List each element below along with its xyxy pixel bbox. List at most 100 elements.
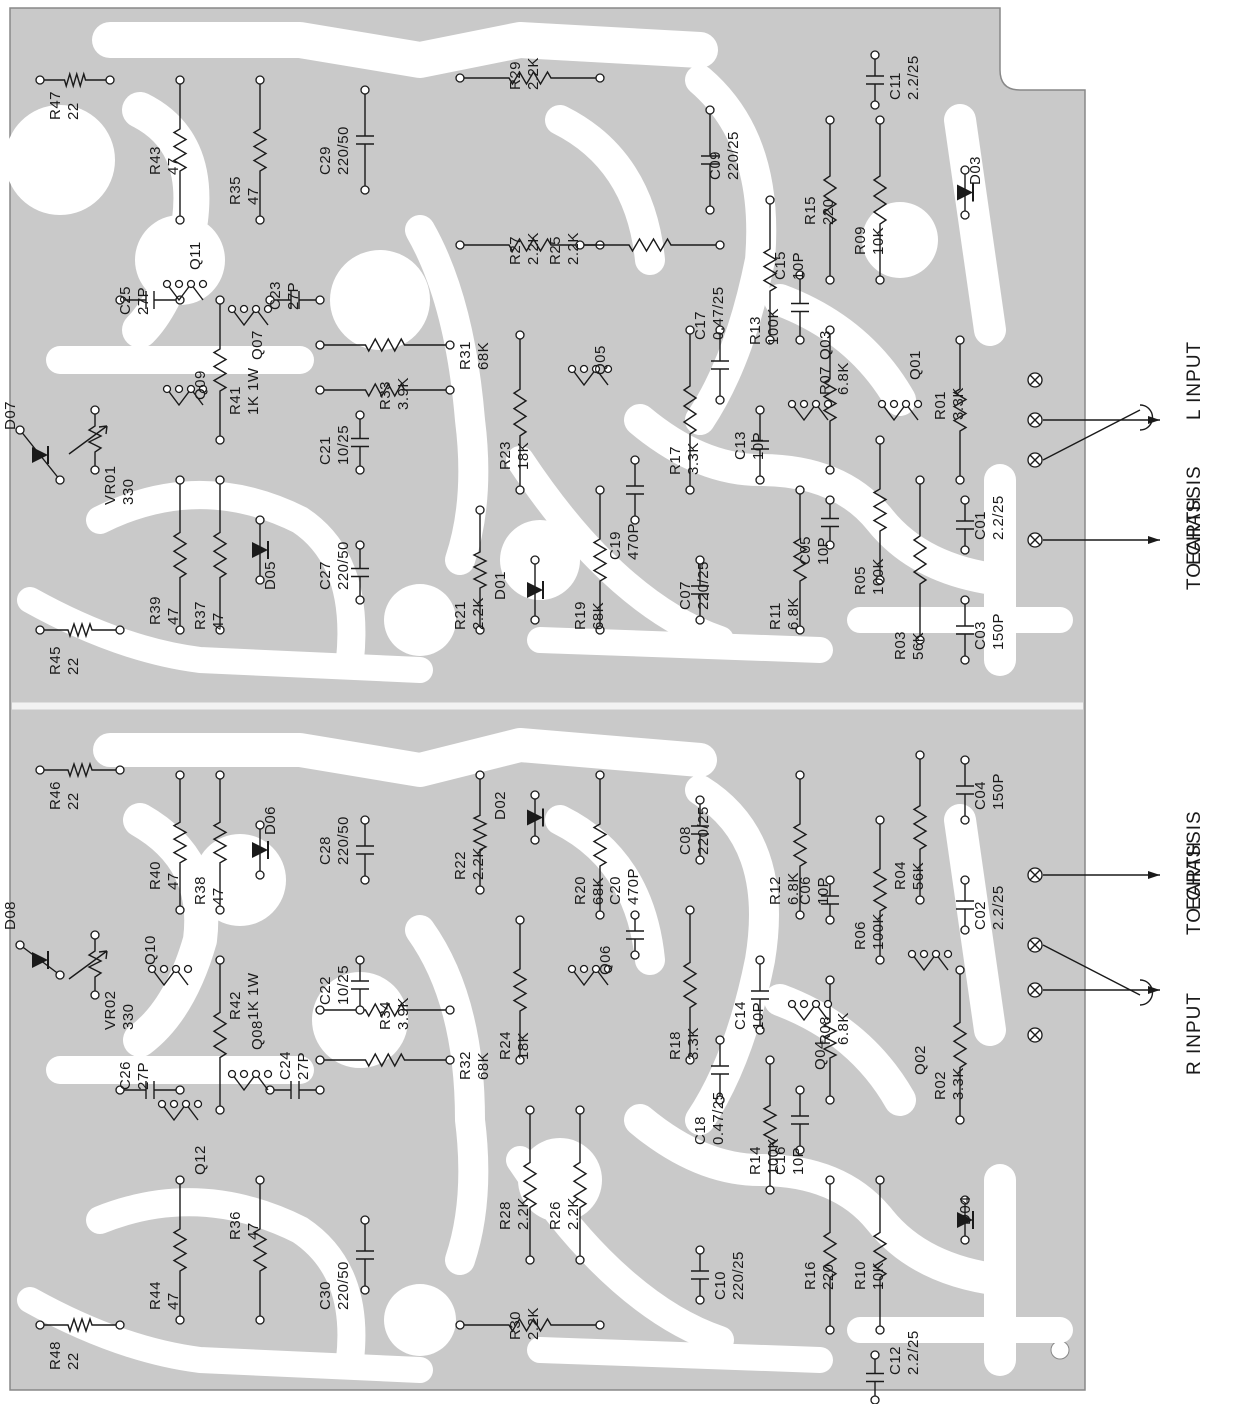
capacitor-c13 [751,405,769,485]
r-input-label: R INPUT [1184,992,1205,1075]
label-c08: C08 [677,826,694,855]
transistor-q04 [787,999,833,1022]
label-r02: R02 [932,1071,949,1100]
label-c29: C29 [317,146,334,175]
label-r43: R43 [147,146,164,175]
capacitor-c12 [866,1350,884,1404]
label-r18: R18 [667,1031,684,1060]
label-c21: C21 [317,436,334,465]
value-c17: 0.47/25 [710,286,727,340]
value-c07: 220/25 [695,561,712,610]
value-r18: 3.3K [685,1027,702,1060]
capacitor-c10 [691,1245,709,1305]
label-r03: R03 [892,631,909,660]
value-r36: 47 [245,1222,262,1240]
label-r16: R16 [802,1261,819,1290]
value-c24: 27P [295,1052,312,1080]
label-d01: D01 [492,571,509,600]
value-c27: 220/50 [335,541,352,590]
label-r23: R23 [497,441,514,470]
terminal-pad-3 [1027,532,1043,548]
value-r07: 6.8K [835,362,852,395]
resistor-r26 [572,1105,588,1265]
label-c25: C25 [117,286,134,315]
label-c18: C18 [692,1116,709,1145]
diode-d04 [957,1195,974,1245]
resistor-r41 [212,295,228,445]
copper-trace-3 [624,104,1016,676]
value-c12: 2.2/25 [905,1330,922,1375]
copper-trace-9 [17,1287,1073,1383]
label-q02: Q02 [912,1045,929,1075]
value-c29: 220/50 [335,126,352,175]
value-r32: 68K [475,1052,492,1080]
terminal-pad-5 [1027,937,1043,953]
value-c25: 27P [135,287,152,315]
label-c14: C14 [732,1001,749,1030]
capacitor-c23 [265,291,325,309]
copper-land-0 [5,105,115,215]
label-r32: R32 [457,1051,474,1080]
label-c05: C05 [797,536,814,565]
chassis-earth-r-lead [1043,871,1160,879]
capacitor-c19 [626,455,644,525]
resistor-r11 [792,485,808,635]
label-c16: C16 [772,1146,789,1175]
capacitor-c24 [265,1081,325,1099]
value-c18: 0.47/25 [710,1091,727,1145]
label-r19: R19 [572,601,589,630]
label-c04: C04 [972,781,989,810]
value-r33: 3.9K [395,377,412,410]
label-c02: C02 [972,901,989,930]
value-r28: 2.2K [515,1197,532,1230]
capacitor-c30 [356,1215,374,1295]
value-c02: 2.2/25 [990,885,1007,930]
resistor-r33 [315,382,455,398]
trimmer-vr02 [68,930,108,1000]
transistor-q12 [157,1099,203,1122]
resistor-r48 [35,1316,125,1334]
value-r23: 18K [515,442,532,470]
label-r12: R12 [767,876,784,905]
transistor-q01 [877,399,923,422]
capacitor-c28 [356,815,374,885]
label-r39: R39 [147,596,164,625]
resistor-r07 [822,325,838,475]
resistor-r04 [912,750,928,905]
resistor-r16 [822,1175,838,1335]
value-r08: 6.8K [835,1012,852,1045]
value-r22: 2.2K [470,847,487,880]
value-r15: 220 [820,198,837,225]
resistor-r35 [252,75,268,225]
label-c28: C28 [317,836,334,865]
capacitor-c05 [821,495,839,550]
label-r48: R48 [47,1341,64,1370]
value-r44: 47 [165,1292,182,1310]
value-r47: 22 [65,102,82,120]
label-r05: R05 [852,566,869,595]
value-r43: 47 [165,157,182,175]
value-r03: 56K [910,632,927,660]
copper-land-2 [500,520,580,600]
value-r09: 10K [870,227,887,255]
copper-trace-5 [93,728,717,1057]
transistor-q07 [227,304,273,327]
diode-d06 [252,820,269,880]
resistor-r22 [472,770,488,895]
value-r04: 56K [910,862,927,890]
resistor-r06 [872,815,888,965]
label-c19: C19 [607,531,624,560]
value-r27: 2.2K [525,232,542,265]
value-r17: 3.3K [685,442,702,475]
value-r39: 47 [165,607,182,625]
resistor-r30 [455,1317,605,1333]
copper-land-7 [312,972,408,1068]
transistor-q06 [567,964,613,987]
terminal-pad-7 [1027,1027,1043,1043]
capacitor-c08 [691,795,709,865]
terminal-pad-6 [1027,982,1043,998]
capacitor-c22 [351,955,369,1015]
label-r27: R27 [507,236,524,265]
label-r24: R24 [497,1031,514,1060]
label-r46: R46 [47,781,64,810]
